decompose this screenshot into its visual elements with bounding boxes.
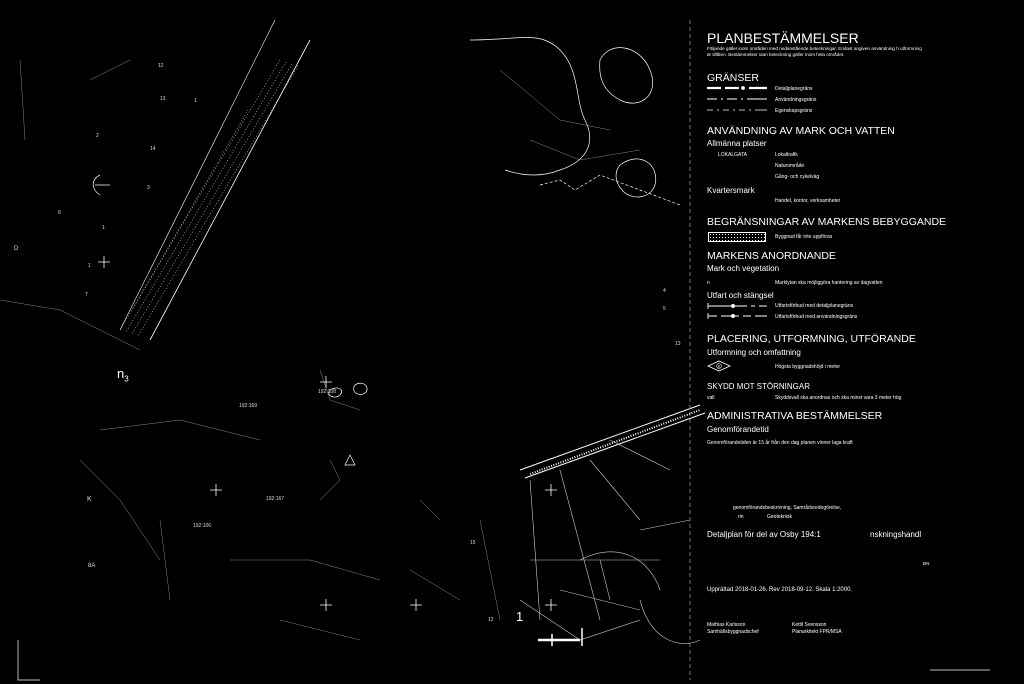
utfart-heading: Utfart och stängsel	[707, 291, 774, 300]
pond	[615, 158, 657, 198]
genom-item: Genomförandetiden är 15 år från den dag …	[707, 440, 853, 446]
bracket-mark	[92, 174, 110, 196]
granser-heading: GRÄNSER	[707, 72, 759, 84]
mark-veg-heading: Mark och vegetation	[707, 264, 780, 273]
map-number: 15	[470, 540, 476, 546]
map-number: 14	[150, 146, 156, 152]
property-label: 192:169	[239, 403, 258, 409]
property-label: 192:108	[318, 389, 337, 395]
boundary-line-symbols	[707, 86, 767, 111]
begr-heading: BEGRÄNSNINGAR AV MARKENS BEBYGGANDE	[707, 216, 947, 228]
placering-heading: PLACERING, UTFORMNING, UTFÖRANDE	[707, 333, 916, 345]
mark-code: n	[707, 280, 710, 286]
anvandning-heading: ANVÄNDNING AV MARK OCH VATTEN	[707, 125, 895, 137]
skydd-heading: SKYDD MOT STÖRNINGAR	[707, 382, 810, 391]
docs-line2-code: rin	[738, 514, 744, 520]
map-number: 3	[147, 185, 150, 191]
mark-item: Marklytan ska möjliggöra hantering av da…	[775, 280, 883, 286]
map-number: 1	[88, 263, 91, 269]
coordinate-crosses	[98, 256, 557, 611]
granser-item: Egenskapsgräns	[775, 108, 813, 114]
map-letter: K	[87, 496, 92, 503]
plan-title: Detaljplan för del av Osby 194:1	[707, 530, 821, 539]
property-label: 192:106	[193, 523, 212, 529]
kvarters-heading: Kvartersmark	[707, 186, 755, 195]
signature-name: Kettil Svensson	[792, 622, 827, 628]
road-edge-line	[149, 39, 311, 341]
allmanna-item: Naturområde	[775, 163, 805, 169]
legend-title: PLANBESTÄMMELSER	[707, 30, 859, 46]
zone-code: n3	[117, 366, 129, 384]
map-number: 6	[58, 210, 61, 216]
map-number: 2	[96, 133, 99, 139]
utformning-heading: Utformning och omfattning	[707, 348, 801, 357]
signature-role: Planarkitekt FPR/MSA	[792, 629, 842, 635]
svg-text:8: 8	[718, 364, 721, 369]
lokalgata-code: LOKALGATA	[718, 152, 747, 158]
map-number: 12	[158, 63, 164, 69]
legend-intro: Följande gäller inom områden med nedanst…	[707, 46, 922, 57]
allmanna-item: Gång- och cykelväg	[775, 174, 820, 180]
map-letter: 8A	[88, 563, 96, 569]
plan-status: nskningshandl	[870, 530, 922, 539]
property-lines	[0, 59, 641, 641]
allmanna-item: Lokaltrafik	[775, 152, 798, 158]
skydd-code: vall	[707, 395, 715, 401]
property-label: 192:167	[266, 496, 285, 502]
skydd-item: Skyddsvall ska anordnas och ska minst va…	[775, 395, 902, 401]
map-letter: D	[14, 246, 19, 252]
utfart-symbols	[707, 303, 767, 319]
signature-name: Mathias Karlsson	[707, 622, 746, 628]
frame-corner	[17, 640, 40, 681]
prickmark-symbol	[708, 232, 766, 242]
genom-heading: Genomförandetid	[707, 425, 769, 434]
triangle-mark	[344, 454, 356, 466]
map-number: 1	[102, 225, 105, 231]
railway-band	[519, 404, 706, 479]
map-number: 13	[675, 341, 681, 347]
upprattad-text: Upprättad 2018-01-26. Rev 2018-09-12. Sk…	[707, 587, 853, 593]
hojd-item: Högsta byggnadshöjd i meter	[775, 364, 841, 370]
scale-numeral: 1	[516, 609, 524, 624]
scale-bar	[538, 628, 583, 646]
building-symbol-2	[353, 382, 368, 395]
signature-role: Samhällsbyggnadschef	[707, 629, 759, 635]
markens-heading: MARKENS ANORDNANDE	[707, 250, 836, 262]
allmanna-heading: Allmänna platser	[707, 139, 767, 148]
height-diamond-symbol: 8	[707, 360, 731, 372]
admin-heading: ADMINISTRATIVA BESTÄMMELSER	[707, 410, 883, 422]
utfart-item: Utfartsförbud med detaljplanegräns	[775, 303, 854, 309]
plan-small-label: BN	[923, 561, 930, 566]
map-number: 4	[663, 288, 666, 294]
map-number: 13	[160, 96, 166, 102]
map-number: 7	[85, 292, 88, 298]
shoreline	[469, 37, 590, 176]
granser-item: Användningsgräns	[775, 97, 817, 103]
map-number: 1	[194, 98, 197, 104]
docs-line1: genomförandebeskrivning, Samrådsredogöre…	[733, 505, 842, 511]
begr-item: Byggnad får inte uppföras	[775, 234, 833, 240]
map-number: 5	[663, 306, 666, 312]
ditch-line	[539, 174, 681, 206]
granser-item: Detaljplanegräns	[775, 86, 813, 92]
utfart-item: Utfartsförbud med användningsgräns	[775, 314, 858, 320]
shoreline-2	[599, 47, 653, 104]
building-symbol	[328, 387, 343, 398]
kvarters-item: Handel, kontor, verksamheter	[775, 198, 841, 204]
road-edge-line-2	[119, 19, 276, 331]
map-number: 12	[488, 617, 494, 623]
dotted-road-band	[119, 59, 299, 337]
docs-line2-text: Geoteknisk	[767, 514, 793, 520]
